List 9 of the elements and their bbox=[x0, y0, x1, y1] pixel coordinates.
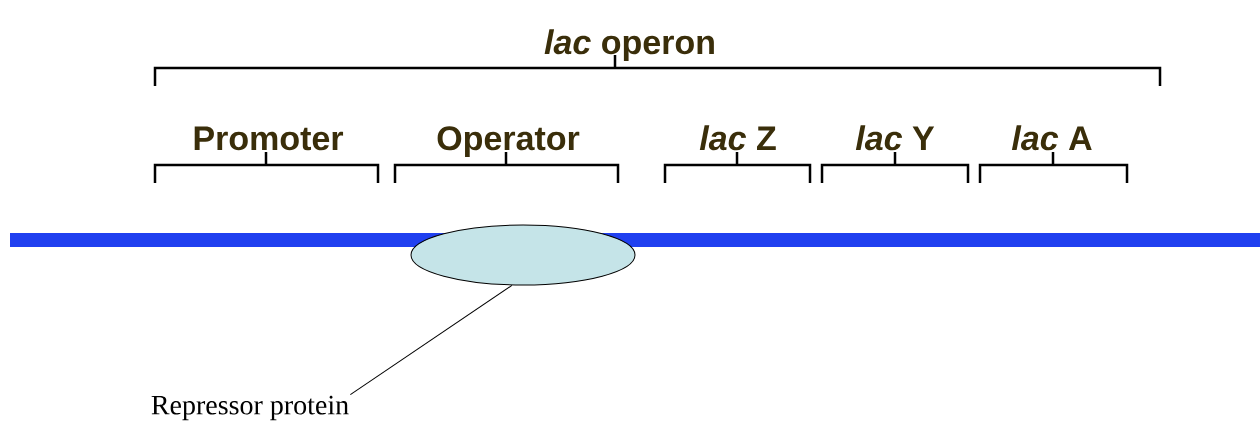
region-label: Promoter bbox=[194, 126, 344, 151]
region-label: lac operon bbox=[544, 29, 714, 62]
region-label: lac Z bbox=[699, 125, 776, 151]
region-label: Operator bbox=[437, 126, 580, 158]
callout-label: Repressor protein bbox=[151, 395, 349, 421]
repressor-ellipse bbox=[410, 224, 636, 286]
leader-line bbox=[349, 284, 513, 396]
region-label: lac Y bbox=[855, 125, 935, 151]
region-label: lac A bbox=[1011, 125, 1092, 151]
